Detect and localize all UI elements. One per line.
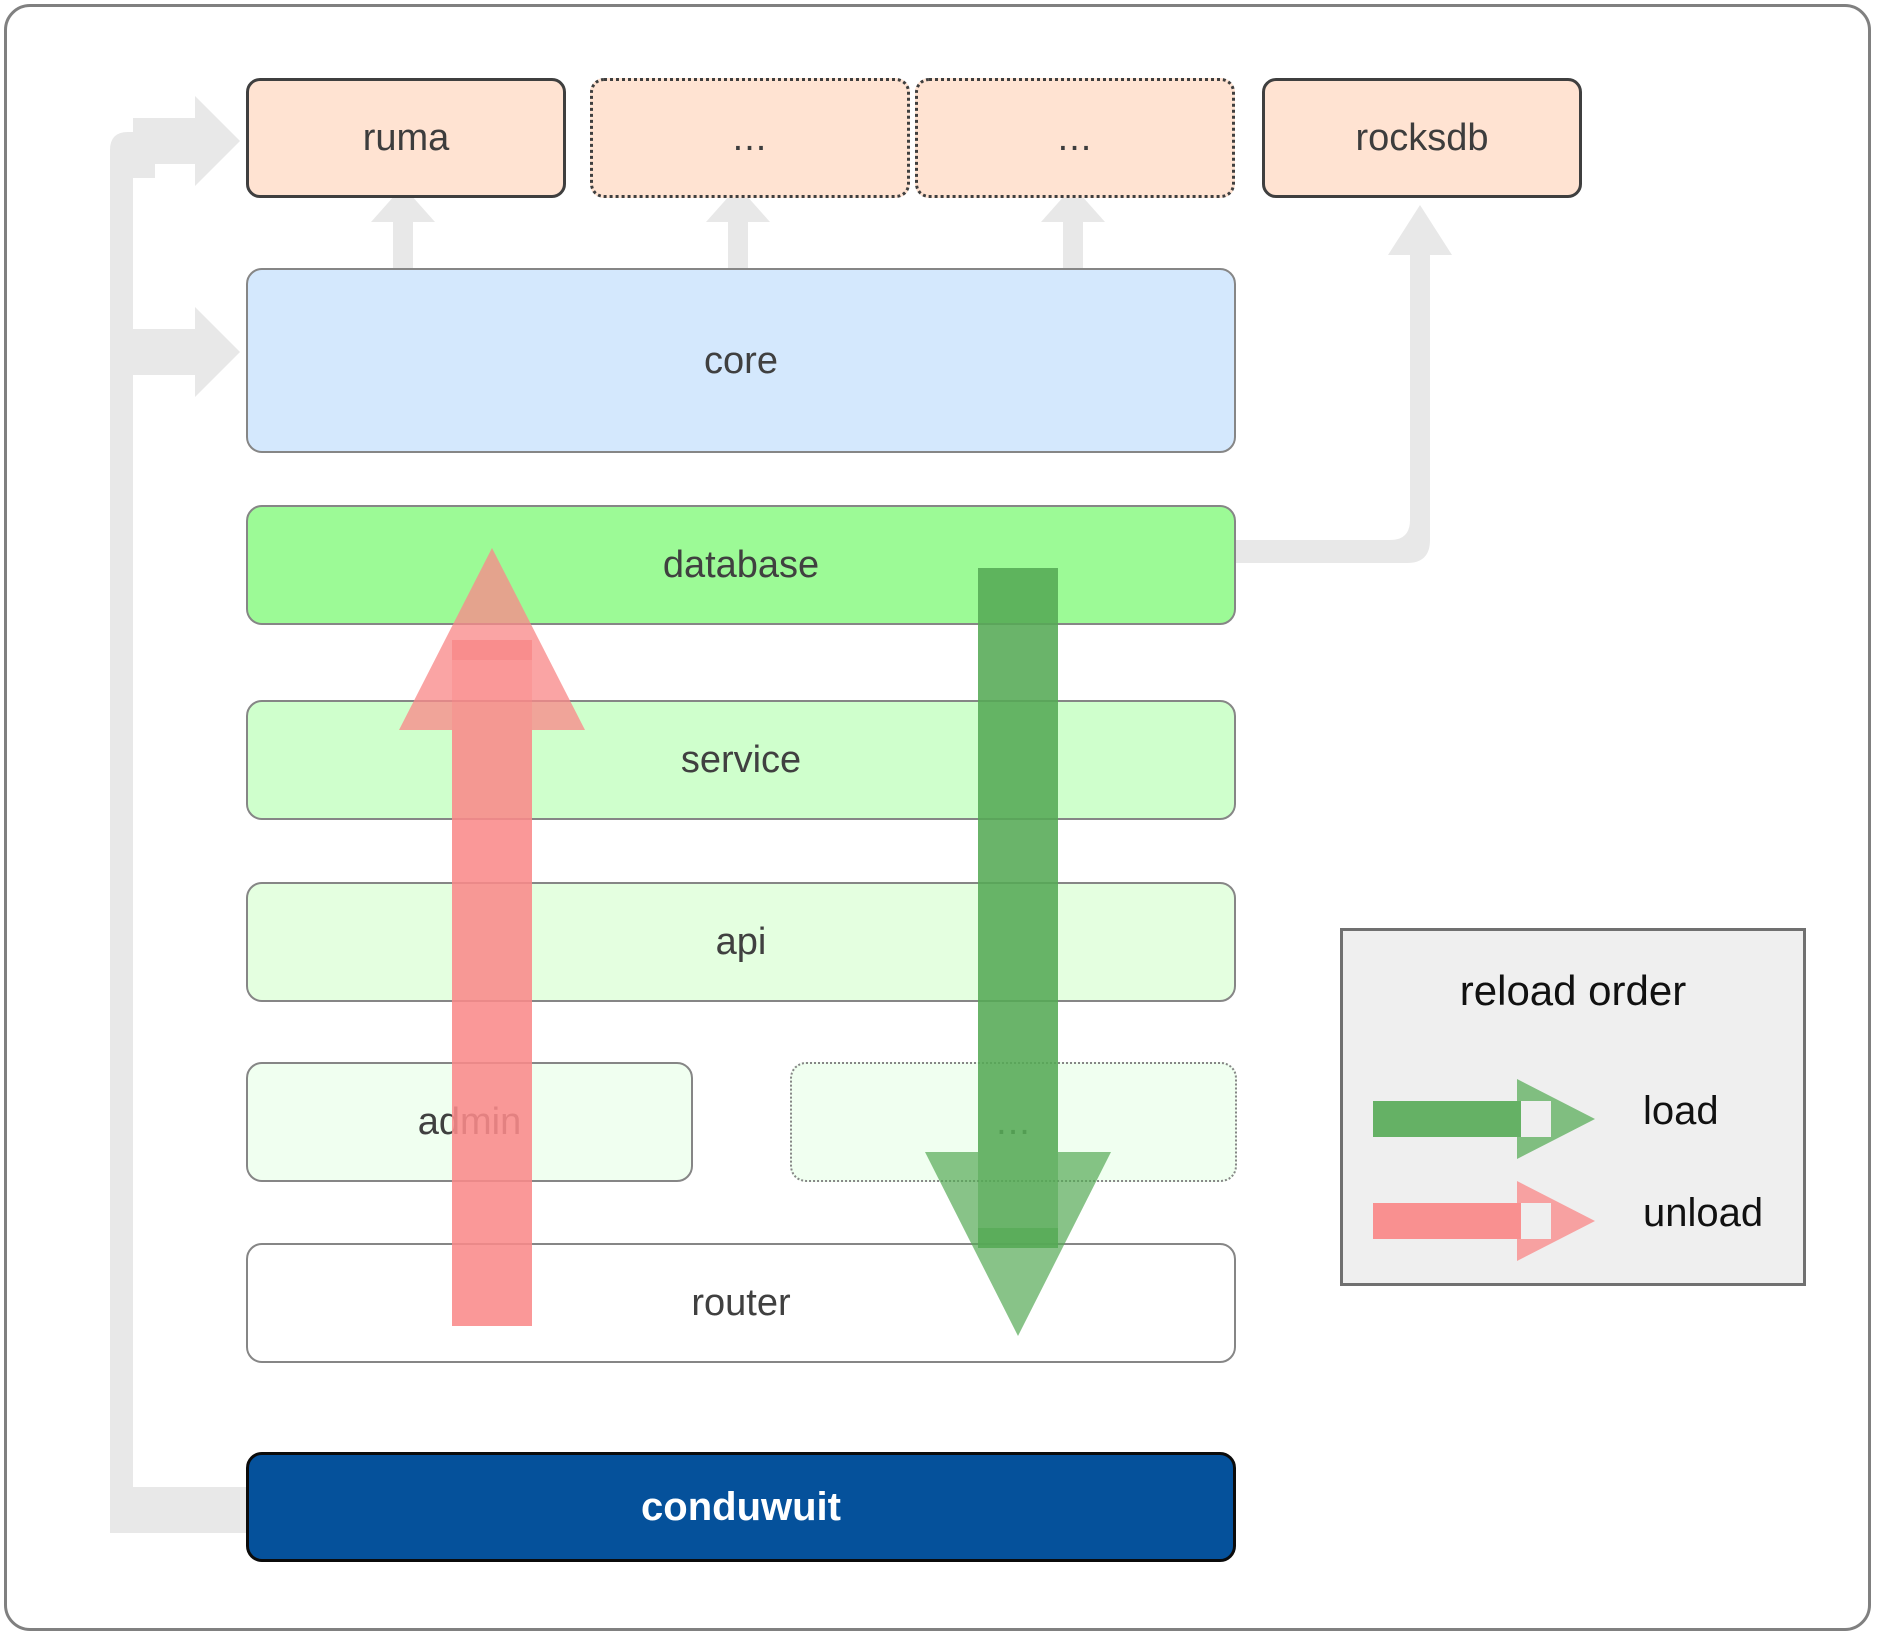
crate-box-service[interactable]: service [246, 700, 1236, 820]
crate-box-database[interactable]: database [246, 505, 1236, 625]
crate-box-extra[interactable]: ... [790, 1062, 1237, 1182]
dependency-label: ruma [362, 117, 450, 159]
legend-unload-arrow [1373, 1181, 1595, 1261]
dependency-box-ruma[interactable]: ruma [246, 78, 566, 198]
dependency-label: ... [732, 117, 768, 159]
app-box-conduwuit[interactable]: conduwuit [246, 1452, 1236, 1562]
crate-label: router [691, 1282, 791, 1324]
dependency-label: ... [1057, 117, 1093, 159]
legend-label-load: load [1643, 1089, 1719, 1133]
crate-label: database [662, 544, 820, 586]
legend-title: reload order [1459, 967, 1687, 1014]
crate-label: api [715, 921, 767, 963]
core-label: core [704, 339, 778, 382]
legend-load-arrow [1373, 1079, 1595, 1159]
core-box[interactable]: core [246, 268, 1236, 453]
crate-box-admin[interactable]: admin [246, 1062, 693, 1182]
legend-label-unload: unload [1643, 1191, 1764, 1235]
dependency-box-3[interactable]: ... [915, 78, 1235, 198]
crate-label: service [680, 739, 802, 781]
crate-label: ... [996, 1101, 1031, 1143]
dependency-label: rocksdb [1355, 117, 1489, 159]
legend-panel: reload order load unload [1340, 928, 1806, 1286]
crate-label: admin [417, 1101, 522, 1143]
dependency-box-2[interactable]: ... [590, 78, 910, 198]
crate-box-api[interactable]: api [246, 882, 1236, 1002]
app-label: conduwuit [641, 1485, 841, 1529]
dependency-box-rocksdb[interactable]: rocksdb [1262, 78, 1582, 198]
crate-box-router[interactable]: router [246, 1243, 1236, 1363]
